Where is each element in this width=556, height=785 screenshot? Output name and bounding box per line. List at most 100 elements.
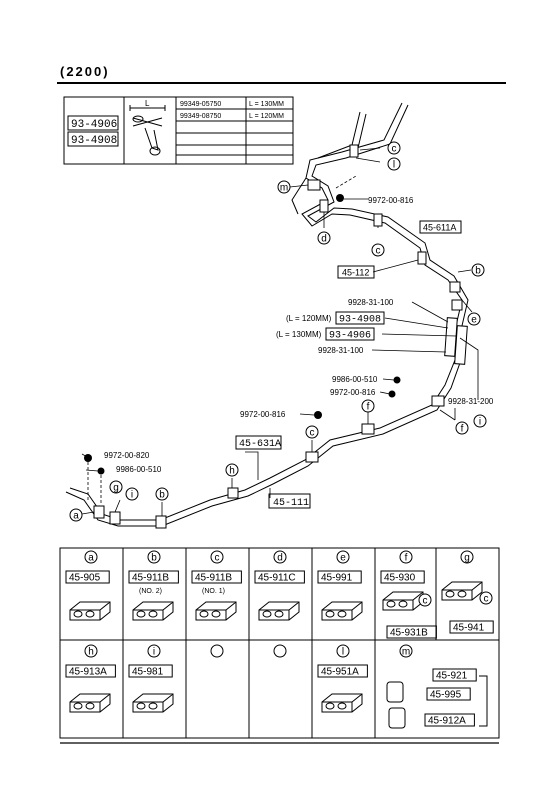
bolt-icon [84, 454, 92, 462]
tool-part-number: 93-4906 [71, 119, 117, 131]
callout-d: d [321, 234, 327, 245]
clip-i-right [431, 395, 445, 407]
clip-c-low [305, 451, 319, 463]
clip-letter: h [88, 647, 94, 658]
clip-letter: b [151, 553, 157, 564]
clip-h [227, 487, 239, 499]
callout-l: l [393, 160, 395, 171]
clip-cell-empty [210, 644, 224, 658]
clip-c-top [349, 144, 359, 158]
callout-c: c [376, 246, 381, 257]
clip-sketch-icon [69, 693, 111, 713]
clip-letter: g [464, 553, 470, 564]
bolt-icon [336, 194, 344, 202]
part-label: 9928-31-100 [348, 298, 394, 307]
callout-h: h [229, 466, 235, 477]
clip-letter: a [88, 553, 94, 564]
callout-i: i [131, 490, 133, 501]
clip-part-number: 45-991 [321, 573, 353, 584]
clip-part-number: 45-911B [195, 573, 232, 584]
clip-part-number: 45-930 [384, 573, 416, 584]
clip-table [59, 547, 500, 744]
part-label: 9928-31-200 [448, 397, 494, 406]
clip-sketch-icon [195, 601, 237, 621]
clip-letter: i [153, 647, 155, 658]
clip-letter: f [405, 553, 408, 564]
grommet-icon [386, 675, 488, 729]
clip-sketch-icon [382, 591, 424, 611]
clip-sketch-icon [132, 693, 174, 713]
part-label: 9928-31-100 [318, 346, 364, 355]
part-label: 45-112 [342, 268, 369, 278]
part-label: 45-631A [239, 439, 281, 450]
clip-c-mid [373, 213, 383, 227]
clip-cell-empty [273, 644, 287, 658]
clip-part-number: 45-951A [321, 667, 359, 678]
tool-row-part: 99349-08750 [180, 113, 221, 120]
hose-93-4908 [444, 317, 458, 357]
clip-part-number: 45-921 [436, 671, 468, 682]
clip-sketch-icon [258, 601, 300, 621]
tool-row-length: L = 130MM [249, 101, 284, 108]
clip-e [451, 299, 463, 311]
callouts: c l m d c b e f i f c h b g i a [69, 141, 487, 522]
clip-part-number: 45-912A [428, 716, 466, 727]
clip-m [307, 179, 321, 191]
clip-part-number: 45-913A [69, 667, 107, 678]
part-label: 9972-00-820 [104, 451, 150, 460]
clip-cell-e: e 45-991 [317, 550, 363, 621]
clip-part-number: 45-931B [390, 628, 428, 639]
callout-f: f [461, 424, 464, 435]
clip-b-low [155, 515, 167, 529]
tool-row-part: 99349-05750 [180, 101, 221, 108]
clip-f [361, 423, 375, 435]
clip-cell-a: a45-905 [65, 550, 111, 621]
clip-sketch-icon [132, 601, 174, 621]
clip-sub-letter: c [484, 594, 489, 605]
clip-part-number: 45-941 [453, 623, 485, 634]
callout-i: i [479, 417, 481, 428]
part-label: 9972-00-816 [368, 196, 414, 205]
clip-sketch-icon [321, 601, 363, 621]
leader-lines [81, 147, 479, 516]
clip-cell-g: g c 45-941 [441, 550, 494, 634]
callout-a: a [73, 511, 79, 522]
bolt-icon [314, 411, 322, 419]
callout-e: e [471, 315, 477, 326]
part-label: 45-111 [273, 498, 309, 509]
part-label: 9986-00-510 [116, 465, 162, 474]
clip-a [93, 505, 105, 519]
clip-g [109, 511, 121, 525]
part-labels: 9972-00-816 45-611A 45-112 9928-31-100 (… [104, 196, 494, 509]
clip-cell-h: h 45-913A [65, 644, 116, 713]
callout-b: b [159, 490, 165, 501]
part-label: 9972-00-816 [240, 410, 286, 419]
clip-part-number: 45-911B [132, 573, 169, 584]
length-symbol: L [145, 99, 150, 108]
clip-cell-c: c 45-911B (NO. 1) [191, 550, 242, 621]
section-title: (2200) [60, 64, 110, 79]
callout-f: f [367, 402, 370, 413]
clip-sketch-icon [69, 601, 111, 621]
clip-cell-l: l45-951A [317, 644, 368, 713]
clip-cell-d: d45-911C [254, 550, 305, 621]
callout-c: c [310, 428, 315, 439]
tool-part-number: 93-4908 [71, 135, 117, 147]
clip-d [319, 199, 329, 213]
bolt-icon [388, 390, 396, 398]
clip-note: (NO. 1) [202, 588, 225, 595]
part-label: 9986-00-510 [332, 375, 378, 384]
clip-cell-i: i 45-981 [128, 644, 174, 713]
clip-part-number: 45-995 [430, 690, 462, 701]
clip-letter: c [215, 553, 220, 564]
clip-b-upper [449, 281, 461, 293]
clip-part-number: 45-981 [132, 667, 164, 678]
callout-c: c [392, 144, 397, 155]
clip-sketch-icon [321, 693, 363, 713]
clip-letter: e [340, 553, 346, 564]
part-label: (L = 130MM) [276, 330, 322, 339]
